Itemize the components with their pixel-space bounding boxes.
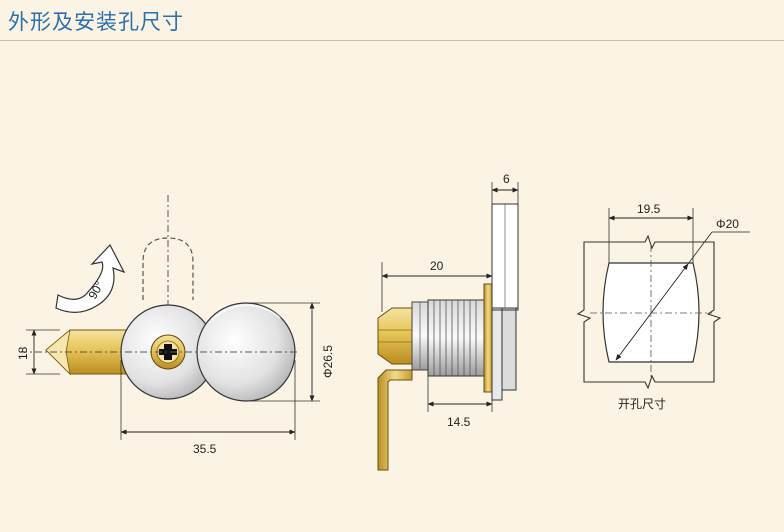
cutout-caption: 开孔尺寸	[618, 397, 666, 411]
dim-diameter-20: Φ20	[716, 217, 739, 231]
dim-35-5: 35.5	[193, 442, 217, 456]
dim-20: 20	[430, 259, 444, 273]
threaded-body	[427, 299, 485, 377]
dim-diameter-26-5: Φ26.5	[321, 345, 335, 378]
side-view: 6 20 14.5	[377, 172, 519, 471]
title-divider	[0, 40, 784, 41]
dim-14-5: 14.5	[447, 415, 471, 429]
cutout-view: Φ20 19.5 开孔尺寸	[576, 202, 750, 411]
dim-18: 18	[16, 346, 30, 360]
rotation-arrow	[55, 243, 126, 313]
dim-19-5: 19.5	[637, 202, 661, 216]
nut	[377, 307, 413, 365]
panel-break-frame	[576, 234, 722, 390]
front-view: 90° 18 Φ26.5 35.5	[16, 195, 335, 456]
brass-l-cam	[377, 369, 413, 471]
dim-6: 6	[503, 172, 510, 186]
page-title: 外形及安装孔尺寸	[8, 10, 184, 34]
cross-slot-icon	[159, 344, 177, 360]
rotated-cam-dashed	[142, 237, 194, 300]
